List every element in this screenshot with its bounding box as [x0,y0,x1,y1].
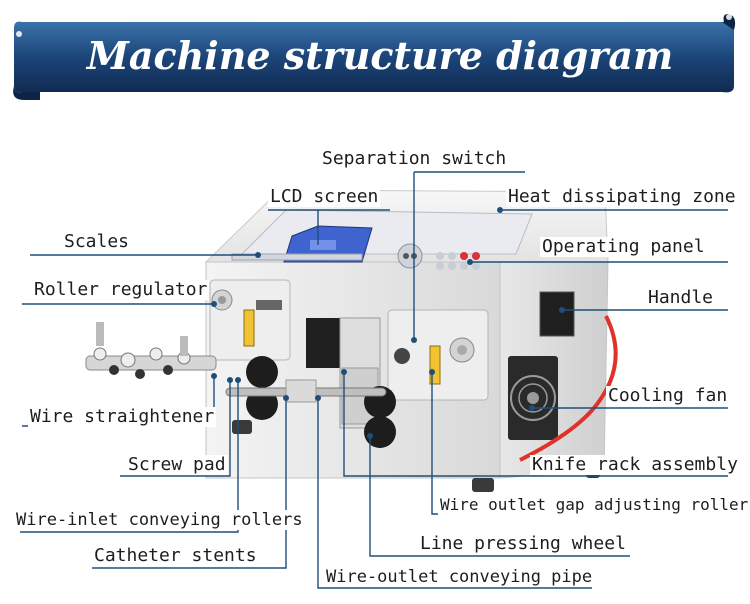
label-catheter-stents: Catheter stents [92,545,259,566]
label-scales: Scales [62,231,132,252]
cooling-fan [508,356,558,440]
power-cable [519,315,618,462]
label-handle: Handle [646,287,716,308]
front-foot-right [472,478,494,492]
label-knife-rack-assembly: Knife rack assembly [530,454,740,475]
front-foot-left [232,420,252,434]
label-wire-straightener: Wire straightener [28,406,217,427]
label-separation-switch: Separation switch [320,148,509,169]
banner-title: Machine structure diagram [85,33,673,78]
wire-straightener [85,322,217,379]
label-wire-outlet-conveying-pipe: Wire-outlet conveying pipe [324,567,595,587]
separation-switch-plate [387,309,489,401]
scales-strip [231,253,363,261]
label-operating-panel: Operating panel [540,236,707,257]
leader-dots [211,207,565,439]
label-screw-pad: Screw pad [126,454,228,475]
label-heat-dissipating-zone: Heat dissipating zone [506,186,738,207]
label-cooling-fan: Cooling fan [606,385,730,406]
roller-regulator-plate [209,279,291,361]
operating-panel-keys [397,243,480,270]
label-line-pressing-wheel: Line pressing wheel [418,533,628,554]
label-wire-outlet-gap-adjusting-rollers: Wire outlet gap adjusting rollers [438,495,750,515]
title-banner: Machine structure diagram [13,14,736,100]
label-roller-regulator: Roller regulator [32,279,210,300]
label-lcd-screen: LCD screen [268,186,381,207]
label-wire-inlet-conveying-rollers: Wire-inlet conveying rollers [14,510,305,530]
rollers [225,356,396,448]
handle [539,291,575,337]
